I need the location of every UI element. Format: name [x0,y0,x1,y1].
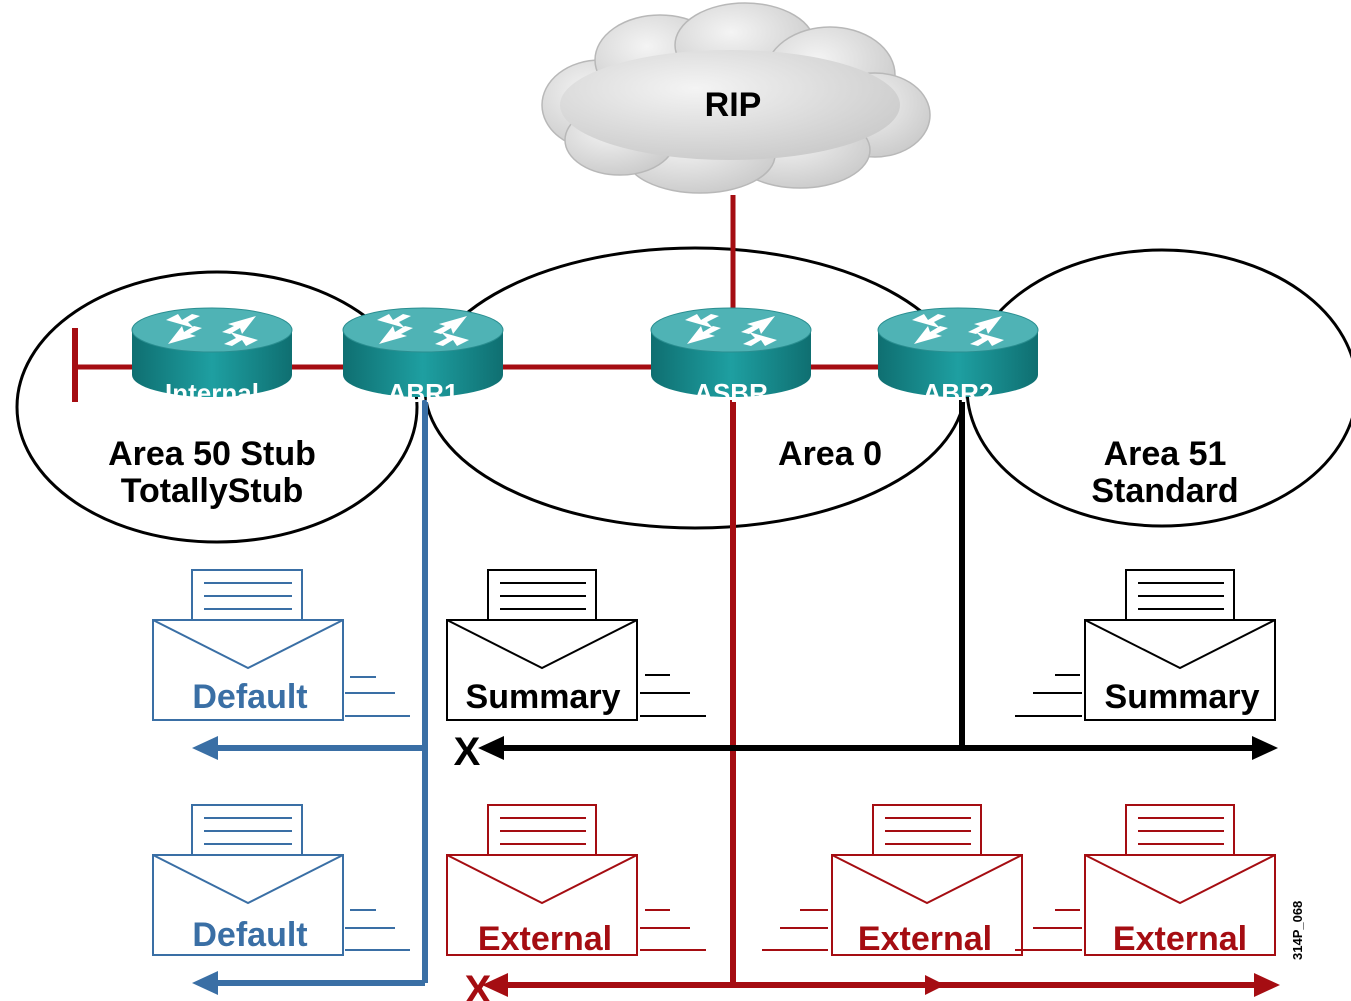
router-arrows-icon [685,314,777,346]
envelope-icon [446,804,706,956]
envelope-icon [152,569,410,721]
external-arrowhead-left [482,973,508,997]
figure-code: 314P_068 [1290,901,1305,960]
summary-block-marker: X [454,730,481,774]
envelope-icon [1015,569,1276,721]
lsa-label: External [1113,920,1247,958]
router-arrows-icon [912,314,1004,346]
router-label: ASBR [694,378,768,408]
lsa-label: External [478,920,612,958]
area-51-label-line2: Standard [1091,472,1238,510]
area-51-label-line1: Area 51 [1104,435,1227,473]
router-arrows-icon [377,314,469,346]
lsa-default-bottom: Default [152,804,410,956]
router-internal: Internal [131,307,293,408]
external-block-marker: X [465,968,492,1001]
router-abr1: ABR1 [342,307,504,408]
envelope-icon [152,804,410,956]
lsa-summary-left: Summary [446,569,706,721]
area-50-boundary [15,270,419,544]
lsa-label: Summary [1105,678,1260,716]
external-arrowhead-right [1254,973,1280,997]
router-label: ABR2 [923,378,994,408]
router-label: ABR1 [388,378,459,408]
lsa-label: Default [192,678,307,716]
envelope-icon [762,804,1023,956]
summary-arrowhead-right [1252,736,1278,760]
lsa-summary-right: Summary [1015,569,1276,721]
lsa-external-right: External [1015,804,1276,958]
lsa-label: Default [192,916,307,954]
default-arrowhead-bottom [192,971,218,995]
area-50-label-line2: TotallyStub [121,472,304,510]
lsa-label: Summary [466,678,621,716]
lsa-default-top: Default [152,569,410,721]
cloud-label: RIP [705,86,762,124]
rip-cloud: RIP [541,2,931,194]
area-0-label: Area 0 [778,435,882,473]
summary-arrowhead-left [478,736,504,760]
default-arrowhead-top [192,736,218,760]
area-50-label-line1: Area 50 Stub [108,435,316,473]
lsa-external-mid: External [762,804,1023,958]
router-arrows-icon [166,314,258,346]
lsa-external-left: External [446,804,706,958]
envelope-icon [1015,804,1276,956]
router-asbr: ASBR [650,307,812,408]
router-abr2: ABR2 [877,307,1039,408]
lsa-label: External [858,920,992,958]
router-label: Internal [165,378,259,408]
external-arrowhead-mid [925,975,945,995]
envelope-icon [446,569,706,721]
